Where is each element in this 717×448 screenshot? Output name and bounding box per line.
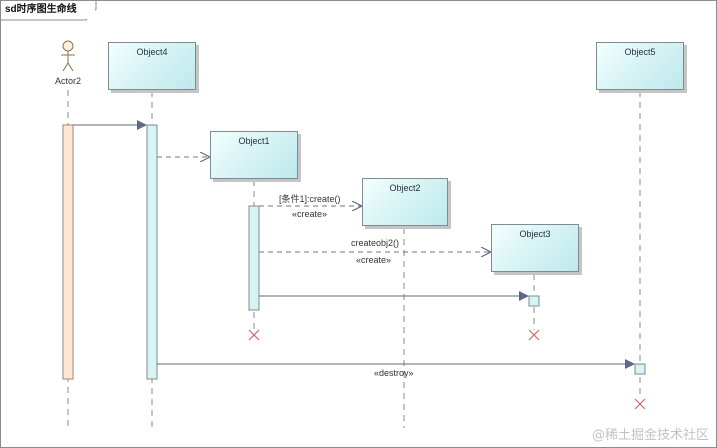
object1-destroy-mark [248, 329, 260, 341]
object2-box: Object2 [362, 178, 448, 226]
message-create-stereotype-2: «create» [356, 255, 392, 265]
object1-label: Object1 [238, 136, 270, 146]
object1-activation [248, 205, 260, 311]
frame-title: sd时序图生命线 [1, 1, 95, 19]
message-destroy-stereotype: «destroy» [374, 368, 414, 378]
actor-label: Actor2 [55, 76, 82, 86]
object4-box: Object4 [108, 42, 196, 90]
object3-destroy-mark [528, 329, 540, 341]
object4-activation [146, 124, 158, 380]
message-createobj2-label: createobj2() [351, 238, 400, 248]
object3-label: Object3 [519, 229, 551, 239]
object2-label: Object2 [389, 183, 421, 193]
actor-activation [62, 124, 74, 380]
object5-destroy-mark [634, 398, 646, 410]
object3-box: Object3 [491, 224, 579, 272]
actor-icon [61, 40, 75, 72]
object5-box: Object5 [596, 42, 684, 90]
object3-destroy-activation [528, 295, 540, 307]
watermark: @稀土掘金技术社区 [591, 428, 709, 443]
object1-box: Object1 [210, 131, 298, 179]
object5-destroy-activation [634, 363, 646, 375]
message-create-stereotype-1: «create» [292, 209, 328, 219]
object5-label: Object5 [624, 47, 656, 57]
object4-label: Object4 [136, 47, 168, 57]
message-guard-label: [条件1]:create() [279, 194, 341, 204]
